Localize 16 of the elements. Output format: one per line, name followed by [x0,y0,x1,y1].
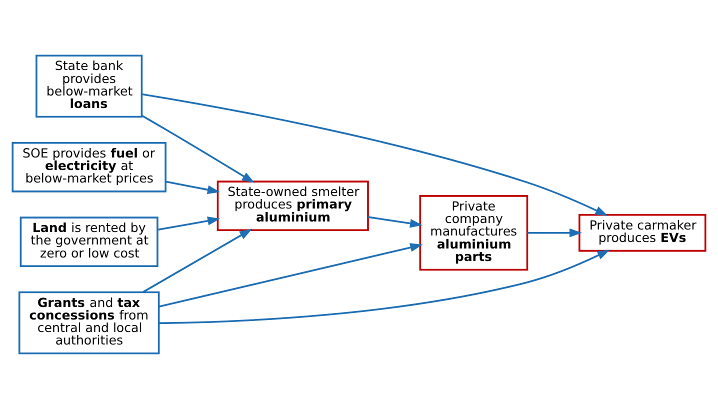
arrow [142,92,608,216]
arrow [158,249,610,324]
node-box: Land is rented by the government at zero or low cost [20,216,158,267]
node-box: State-owned smelter produces primary aluminium [216,180,369,231]
node-box: SOE provides fuel or electricity at below-market prices [12,141,166,192]
arrow [142,114,255,182]
node-box: Grants and tax concessions from central and local authorities [18,290,160,354]
arrow [157,216,220,230]
arrow [158,242,423,307]
arrow [166,180,220,194]
node-box: State bank provides below-market loans [36,54,143,118]
arrow [368,216,423,228]
node-box: Private carmaker produces EVs [578,213,706,252]
arrow [527,228,582,237]
node-box: Private company manufactures aluminium parts [419,194,528,270]
arrow [142,228,252,292]
